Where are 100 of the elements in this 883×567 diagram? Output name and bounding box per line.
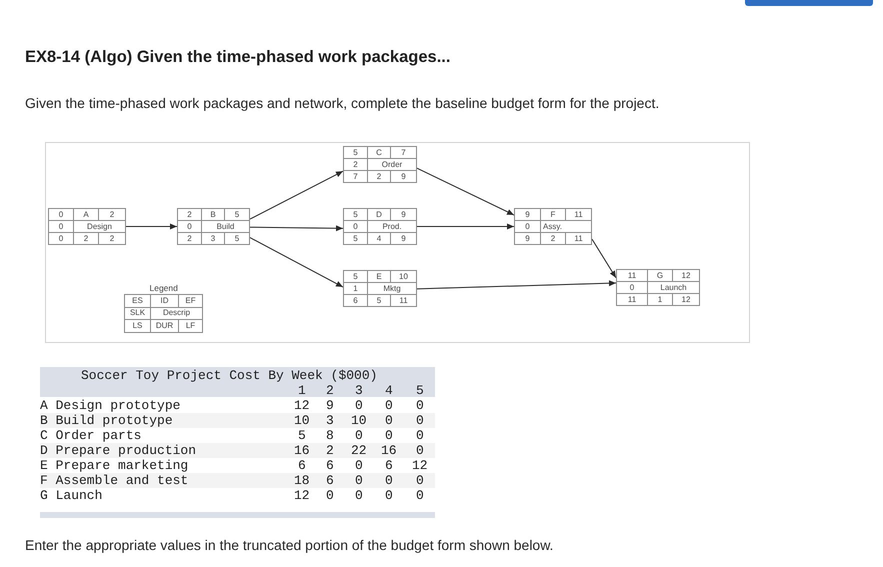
cost-value: 18 [294, 472, 310, 488]
slack: 0 [617, 282, 648, 294]
week-header: 2 [326, 382, 334, 398]
week-header: 3 [355, 382, 363, 398]
late-finish: 11 [391, 295, 417, 307]
activity-label: A Design prototype [40, 398, 180, 412]
late-finish: 2 [99, 233, 126, 245]
activity-description: Mktg [368, 283, 417, 295]
early-start: 9 [515, 209, 541, 221]
early-start: 5 [344, 209, 368, 221]
cost-value: 8 [326, 428, 334, 442]
slack: 2 [344, 159, 368, 171]
descrip-key: Descrip [151, 308, 203, 320]
cost-value: 0 [355, 398, 363, 412]
arrow [416, 224, 514, 230]
activity-id: C [368, 147, 391, 159]
early-finish: 11 [566, 209, 592, 221]
late-start: 5 [344, 233, 368, 245]
cost-value: 0 [416, 442, 424, 458]
activity-label: D Prepare production [40, 442, 196, 458]
activity-node [343, 270, 417, 307]
arrow [250, 225, 344, 232]
duration: 2 [368, 171, 391, 183]
early-start: 11 [617, 270, 648, 282]
cost-value: 0 [355, 458, 363, 472]
instruction-text: Given the time-phased work packages and network, complete the baseline budget form for the project. [25, 95, 660, 112]
cost-value: 6 [385, 458, 393, 472]
slack: 0 [344, 221, 368, 233]
cost-value: 0 [385, 472, 393, 488]
cost-value: 0 [416, 412, 424, 428]
page-title: EX8-14 (Algo) Given the time-phased work packages... [25, 47, 450, 67]
late-start: 0 [49, 233, 74, 245]
arrow [126, 224, 178, 230]
week-header: 5 [416, 382, 424, 398]
duration: 4 [368, 233, 391, 245]
late-start: 7 [344, 171, 368, 183]
late-finish: 9 [391, 171, 417, 183]
duration: 5 [368, 295, 391, 307]
activity-description: Prod. [368, 221, 417, 233]
cost-value: 0 [355, 428, 363, 442]
id-key: ID [151, 295, 179, 308]
cost-value: 16 [381, 442, 397, 458]
cost-value: 0 [416, 488, 424, 502]
cost-value: 10 [351, 412, 367, 428]
activity-label: B Build prototype [40, 412, 173, 428]
arrow [416, 168, 514, 216]
duration: 1 [648, 294, 673, 306]
early-start: 5 [344, 271, 368, 283]
cost-value: 12 [294, 488, 310, 502]
early-start: 0 [49, 209, 74, 221]
duration: 2 [74, 233, 99, 245]
cost-value: 0 [385, 428, 393, 442]
activity-label: C Order parts [40, 428, 142, 442]
activity-id: F [541, 209, 566, 221]
early-finish: 10 [391, 271, 417, 283]
activity-description: Build [202, 221, 250, 233]
cost-value: 9 [326, 398, 334, 412]
late-finish: 9 [391, 233, 417, 245]
week-header: 1 [298, 382, 306, 398]
cost-value: 22 [351, 442, 367, 458]
cost-value: 12 [412, 458, 428, 472]
duration: 3 [202, 233, 225, 245]
cost-value: 0 [385, 398, 393, 412]
cost-value: 0 [326, 488, 334, 502]
cost-value: 0 [416, 428, 424, 442]
cost-value: 10 [294, 412, 310, 428]
instruction-text: Enter the appropriate values in the truncated portion of the budget form shown below. [25, 537, 554, 554]
activity-node [514, 208, 592, 245]
activity-label: G Launch [40, 488, 102, 502]
ls-key: LS [125, 320, 151, 333]
week-header: 4 [385, 382, 393, 398]
arrow [250, 170, 344, 220]
cost-value: 2 [326, 442, 334, 458]
arrow [250, 237, 344, 288]
activity-description: Design [74, 221, 126, 233]
es-key: ES [125, 295, 151, 308]
table-title: Soccer Toy Project Cost By Week ($000) [81, 368, 378, 382]
cost-value: 6 [326, 472, 334, 488]
activity-description: Launch [648, 282, 700, 294]
early-finish: 9 [391, 209, 417, 221]
legend-heading: Legend [150, 283, 178, 293]
slack: 0 [515, 221, 541, 233]
late-start: 2 [178, 233, 202, 245]
cost-value: 0 [355, 472, 363, 488]
early-finish: 12 [673, 270, 700, 282]
cost-value: 0 [385, 488, 393, 502]
late-start: 11 [617, 294, 648, 306]
arrow [592, 238, 616, 278]
early-finish: 2 [99, 209, 126, 221]
activity-node [48, 208, 126, 245]
activity-id: G [648, 270, 673, 282]
duration: 2 [541, 233, 566, 245]
late-finish: 5 [225, 233, 250, 245]
late-finish: 11 [566, 233, 592, 245]
arrow [416, 280, 616, 290]
activity-node [343, 146, 417, 183]
cost-value: 6 [298, 458, 306, 472]
slack: 1 [344, 283, 368, 295]
cost-value: 0 [355, 488, 363, 502]
early-start: 2 [178, 209, 202, 221]
